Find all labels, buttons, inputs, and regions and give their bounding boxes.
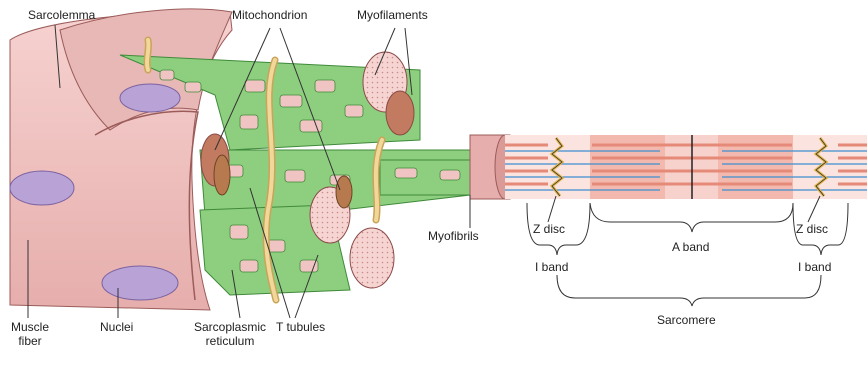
label-sarcolemma: Sarcolemma <box>28 8 95 22</box>
label-t-tubules: T tubules <box>276 320 325 334</box>
label-myofilaments: Myofilaments <box>357 8 428 22</box>
band-brackets <box>527 203 848 306</box>
label-z-disc-right: Z disc <box>796 222 828 236</box>
label-z-disc-left: Z disc <box>533 222 565 236</box>
label-i-band-right: I band <box>798 260 831 274</box>
label-muscle-fiber-line1: Muscle <box>8 320 52 334</box>
label-sarcomere: Sarcomere <box>657 313 716 327</box>
label-sr-line1: Sarcoplasmic <box>187 320 273 334</box>
label-muscle-fiber-line2: fiber <box>8 334 52 348</box>
label-sr-line2: reticulum <box>187 334 273 348</box>
label-muscle-fiber: Muscle fiber <box>8 320 52 348</box>
label-mitochondrion: Mitochondrion <box>232 8 307 22</box>
label-myofibrils: Myofibrils <box>428 229 479 243</box>
label-i-band-left: I band <box>535 260 568 274</box>
nucleus <box>102 266 178 300</box>
label-a-band: A band <box>672 240 709 254</box>
label-sarcoplasmic-reticulum: Sarcoplasmic reticulum <box>187 320 273 348</box>
nucleus <box>120 84 180 112</box>
label-nuclei: Nuclei <box>100 320 133 334</box>
nucleus <box>10 171 74 205</box>
